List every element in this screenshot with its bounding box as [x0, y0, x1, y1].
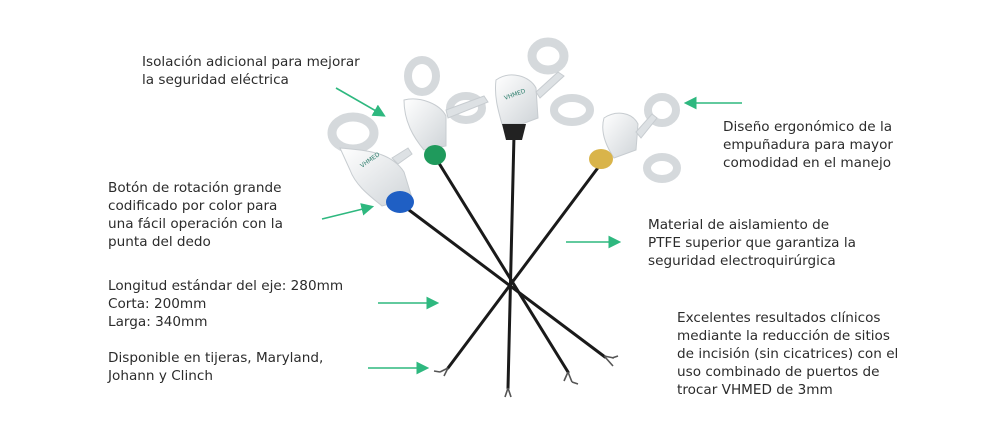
- callout-line: comodidad en el manejo: [723, 155, 892, 171]
- shaft-green: [435, 158, 570, 374]
- tip-black: [504, 387, 512, 398]
- callout-line: Longitud estándar del eje: 280mm: [108, 278, 344, 294]
- callout-line: Johann y Clinch: [108, 368, 213, 384]
- callout-line: codificado por color para: [108, 198, 278, 214]
- shaft-black: [506, 133, 516, 390]
- callout-line: mediante la reducción de sitios: [677, 328, 890, 344]
- shaft-blue: [403, 205, 607, 359]
- tip-green: [563, 371, 579, 385]
- callout-line: PTFE superior que garantiza la: [648, 235, 856, 251]
- instrument-handle-gold: [589, 93, 681, 183]
- callout-line: la seguridad eléctrica: [142, 72, 289, 88]
- callout-line: Isolación adicional para mejorar: [142, 54, 360, 70]
- callout-rotation-button: Botón de rotación grande codificado por …: [108, 179, 283, 251]
- callout-line: empuñadura para mayor: [723, 137, 894, 153]
- callout-line: punta del dedo: [108, 234, 211, 250]
- shaft-gold: [446, 163, 602, 370]
- callout-line: Material de aislamiento de: [648, 217, 830, 233]
- arrow-right-icon: [335, 87, 386, 117]
- callout-line: Botón de rotación grande: [108, 180, 282, 196]
- tip-blue: [603, 355, 619, 367]
- instrument-handle-green: [403, 56, 489, 165]
- callout-ptfe: Material de aislamiento de PTFE superior…: [648, 216, 856, 270]
- instrument-tips: [433, 355, 619, 398]
- callout-line: de incisión (sin cicatrices) con el: [677, 346, 899, 362]
- callout-line: Corta: 200mm: [108, 296, 207, 312]
- callout-line: seguridad electroquirúrgica: [648, 253, 836, 269]
- instrument-shafts: [403, 133, 607, 390]
- instrument-handle-black: VHMED: [495, 37, 594, 140]
- callout-line: Larga: 340mm: [108, 314, 208, 330]
- callout-ergonomic: Diseño ergonómico de la empuñadura para …: [723, 118, 893, 172]
- tip-gold: [433, 367, 449, 377]
- callout-insulation: Isolación adicional para mejorar la segu…: [142, 53, 360, 89]
- callout-shaft-length: Longitud estándar del eje: 280mm Corta: …: [108, 277, 343, 331]
- callout-line: trocar VHMED de 3mm: [677, 382, 833, 398]
- callout-arrows: [321, 87, 742, 375]
- callout-line: Excelentes resultados clínicos: [677, 310, 881, 326]
- instrument-handle-blue: VHMED: [327, 112, 414, 213]
- callout-clinical: Excelentes resultados clínicos mediante …: [677, 309, 898, 399]
- callout-line: Diseño ergonómico de la: [723, 119, 893, 135]
- arrow-right-icon: [321, 203, 375, 220]
- callout-line: Disponible en tijeras, Maryland,: [108, 350, 324, 366]
- callout-line: una fácil operación con la: [108, 216, 283, 232]
- callout-line: uso combinado de puertos de: [677, 364, 880, 380]
- callout-tips: Disponible en tijeras, Maryland, Johann …: [108, 349, 323, 385]
